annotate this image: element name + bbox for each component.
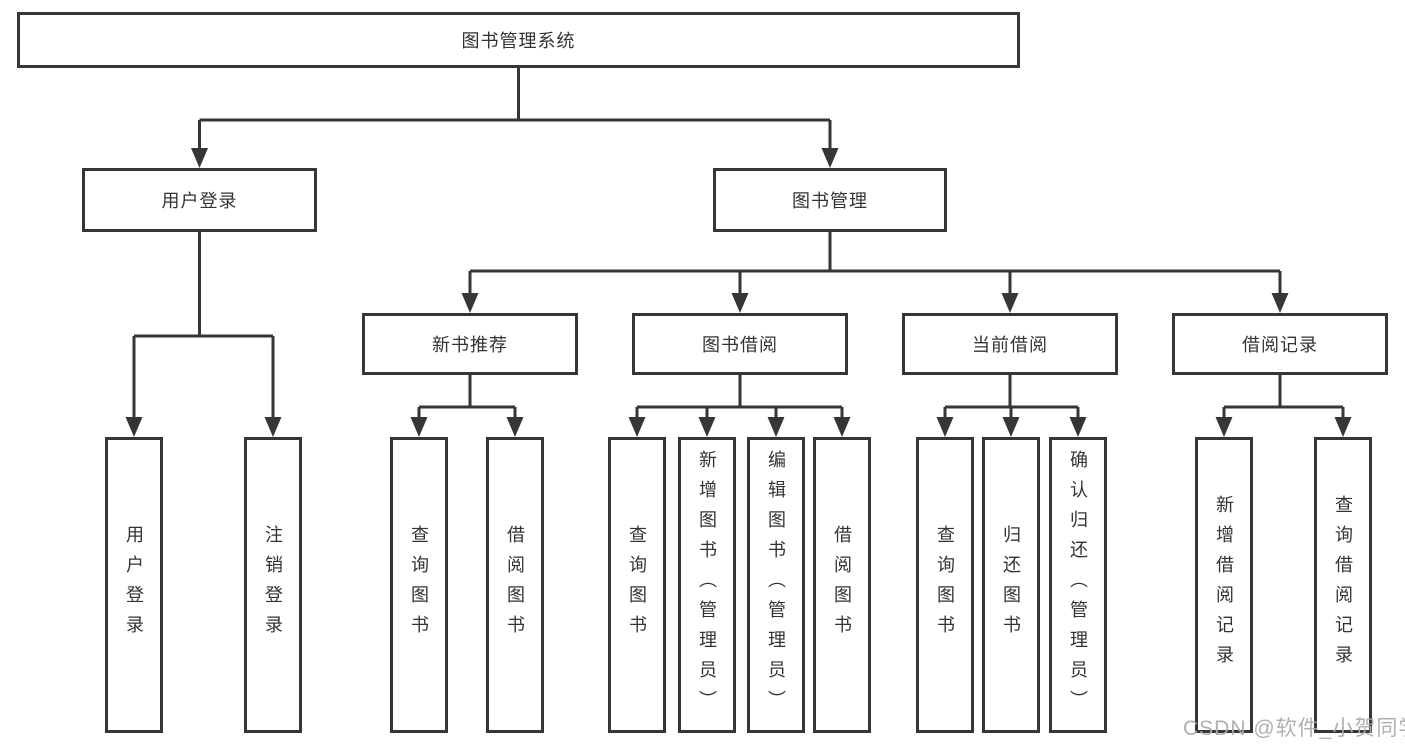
node-current-borrowing: 当前借阅 — [902, 313, 1118, 375]
leaf-add-borrow-record: 新增借阅记录 — [1195, 437, 1253, 733]
node-user-login-label: 用户登录 — [161, 191, 238, 211]
leaf-query-borrow-record: 查询借阅记录 — [1314, 437, 1372, 733]
leaf-confirm-return-admin-label: 确认归还（管理员） — [1068, 450, 1088, 720]
node-book-management: 图书管理 — [713, 168, 947, 232]
leaf-query-books-current: 查询图书 — [916, 437, 974, 733]
node-book-borrowing: 图书借阅 — [632, 313, 848, 375]
leaf-add-books-admin-label: 新增图书（管理员） — [697, 450, 717, 720]
watermark: CSDN @软件_小贺同学 — [1183, 717, 1405, 740]
leaf-confirm-return-admin: 确认归还（管理员） — [1049, 437, 1107, 733]
node-borrowing-records-label: 借阅记录 — [1242, 335, 1318, 355]
leaf-user-login: 用户登录 — [105, 437, 163, 733]
node-current-borrowing-label: 当前借阅 — [972, 335, 1048, 355]
leaf-query-borrow-record-label: 查询借阅记录 — [1333, 495, 1353, 675]
connector-borrowing-to-leaves — [635, 375, 844, 419]
leaf-add-borrow-record-label: 新增借阅记录 — [1214, 495, 1234, 675]
node-root: 图书管理系统 — [17, 12, 1020, 68]
node-new-book-recommend: 新书推荐 — [362, 313, 578, 375]
arrowheads — [125, 148, 1352, 437]
leaf-borrow-books-borrowing: 借阅图书 — [813, 437, 871, 733]
leaf-logout-login-label: 注销登录 — [263, 525, 283, 645]
connector-bookmgmt-to-level3 — [468, 232, 1282, 295]
leaf-query-books-borrowing-label: 查询图书 — [627, 525, 647, 645]
connector-records-to-leaves — [1222, 375, 1345, 419]
leaf-edit-books-admin-label: 编辑图书（管理员） — [766, 450, 786, 720]
connector-root-to-level2 — [198, 68, 832, 150]
leaf-query-books-recommend: 查询图书 — [390, 437, 448, 733]
node-borrowing-records: 借阅记录 — [1172, 313, 1388, 375]
connector-current-to-leaves — [943, 375, 1080, 419]
leaf-query-books-borrowing: 查询图书 — [608, 437, 666, 733]
node-new-book-recommend-label: 新书推荐 — [432, 335, 508, 355]
node-book-management-label: 图书管理 — [792, 191, 868, 211]
leaf-return-books-label: 归还图书 — [1001, 525, 1021, 645]
leaf-logout-login: 注销登录 — [244, 437, 302, 733]
leaf-borrow-books-recommend: 借阅图书 — [486, 437, 544, 733]
leaf-query-books-current-label: 查询图书 — [935, 525, 955, 645]
node-root-label: 图书管理系统 — [461, 31, 576, 51]
connector-userlogin-to-leaves — [132, 232, 275, 419]
leaf-borrow-books-recommend-label: 借阅图书 — [505, 525, 525, 645]
leaf-user-login-label: 用户登录 — [124, 525, 144, 645]
node-book-borrowing-label: 图书借阅 — [702, 335, 778, 355]
leaf-return-books: 归还图书 — [982, 437, 1040, 733]
connector-newbook-to-leaves — [417, 375, 517, 419]
leaf-borrow-books-borrowing-label: 借阅图书 — [832, 525, 852, 645]
leaf-query-books-recommend-label: 查询图书 — [409, 525, 429, 645]
leaf-edit-books-admin: 编辑图书（管理员） — [747, 437, 805, 733]
leaf-add-books-admin: 新增图书（管理员） — [678, 437, 736, 733]
node-user-login: 用户登录 — [82, 168, 317, 232]
